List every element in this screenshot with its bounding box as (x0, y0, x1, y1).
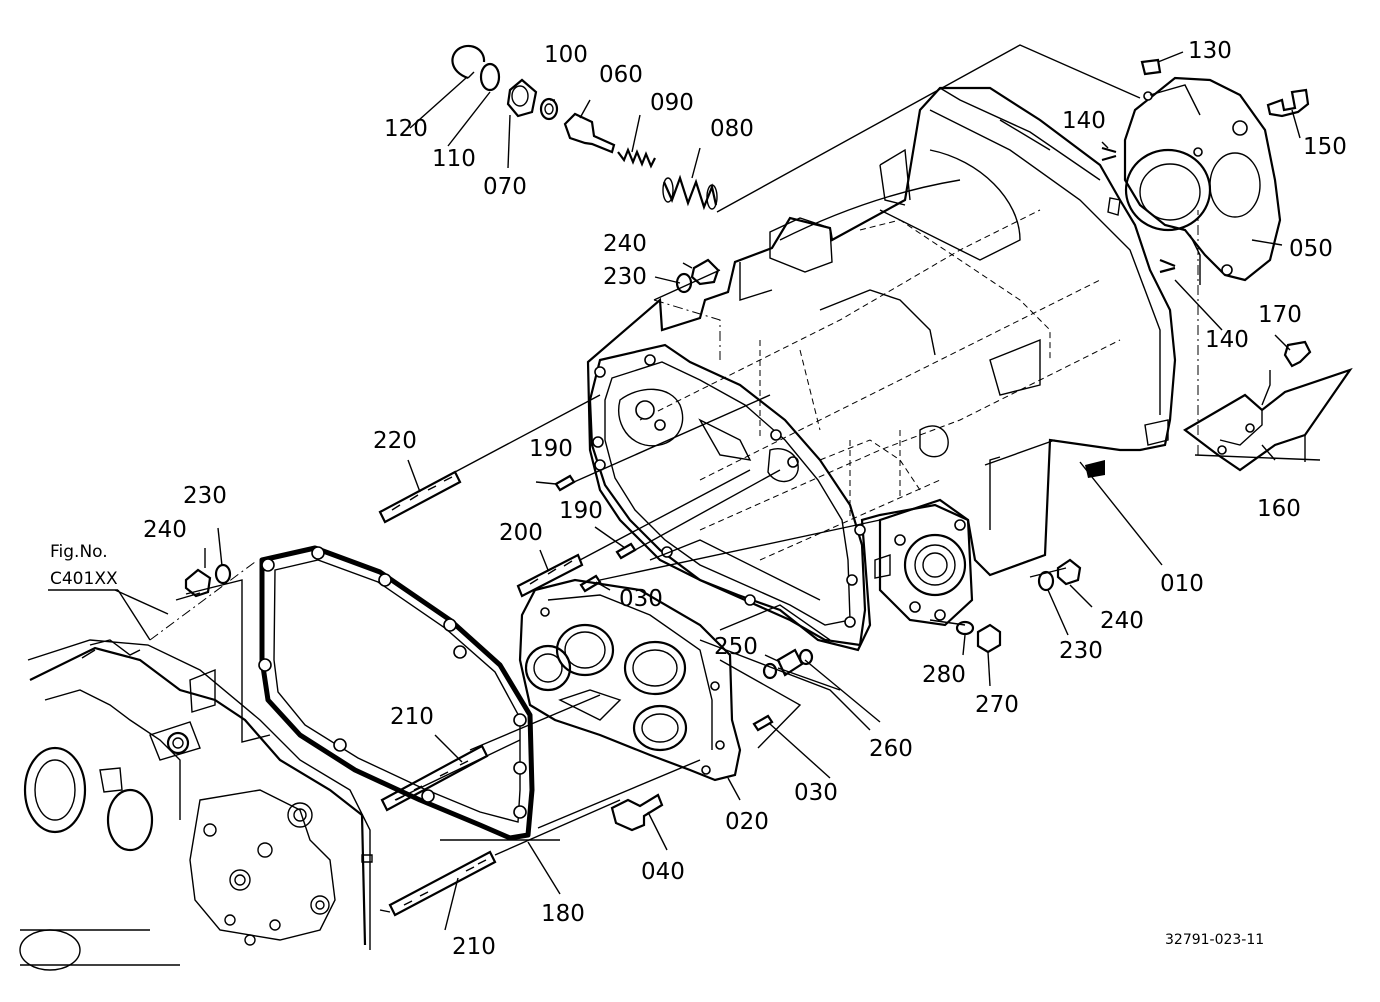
leader-lines (114, 44, 1321, 931)
callout-120: 120 (384, 116, 428, 142)
callout-230-right: 230 (1059, 638, 1103, 664)
callout-030-lower: 030 (794, 780, 838, 806)
callout-130: 130 (1188, 38, 1232, 64)
callout-260: 260 (869, 736, 913, 762)
callout-140-lower: 140 (1205, 327, 1249, 353)
callout-050: 050 (1289, 236, 1333, 262)
callout-210-upper: 210 (390, 704, 434, 730)
callout-220: 220 (373, 428, 417, 454)
callout-190-upper: 190 (529, 436, 573, 462)
callout-240-left: 240 (143, 517, 187, 543)
callout-200: 200 (499, 520, 543, 546)
callout-100: 100 (544, 42, 588, 68)
small-parts (184, 44, 1312, 917)
callout-240-upper: 240 (603, 231, 647, 257)
callout-190-lower: 190 (559, 498, 603, 524)
callout-230-left: 230 (183, 483, 227, 509)
callout-150: 150 (1303, 134, 1347, 160)
rear-housing-050 (1123, 76, 1282, 285)
figure-reference: Fig.No. C401XX (48, 542, 118, 591)
callout-160: 160 (1257, 496, 1301, 522)
shield-bracket-160 (1183, 367, 1353, 472)
callout-230-upper: 230 (603, 264, 647, 290)
callout-010: 010 (1160, 571, 1204, 597)
callout-070: 070 (483, 174, 527, 200)
transmission-case-010 (586, 86, 1177, 652)
callout-090: 090 (650, 90, 694, 116)
callout-030-upper: 030 (619, 586, 663, 612)
callout-020: 020 (725, 809, 769, 835)
callout-180: 180 (541, 901, 585, 927)
front-cover-020 (518, 578, 742, 782)
callout-170: 170 (1258, 302, 1302, 328)
callout-140-upper: 140 (1062, 108, 1106, 134)
callout-110: 110 (432, 146, 476, 172)
callout-250: 250 (714, 634, 758, 660)
drawing-code: 32791-023-11 (1165, 932, 1264, 948)
callout-060: 060 (599, 62, 643, 88)
gasket-180 (258, 545, 535, 841)
callout-280: 280 (922, 662, 966, 688)
callout-270: 270 (975, 692, 1019, 718)
callout-labels: 120 110 070 100 060 090 080 130 140 150 … (143, 38, 1347, 960)
mating-housing-left (19, 639, 373, 971)
figure-ref-prefix: Fig.No. (50, 542, 108, 562)
callout-210-lower: 210 (452, 934, 496, 960)
figure-ref-number: C401XX (50, 569, 118, 589)
callout-040: 040 (641, 859, 685, 885)
callout-240-right: 240 (1100, 608, 1144, 634)
callout-080: 080 (710, 116, 754, 142)
